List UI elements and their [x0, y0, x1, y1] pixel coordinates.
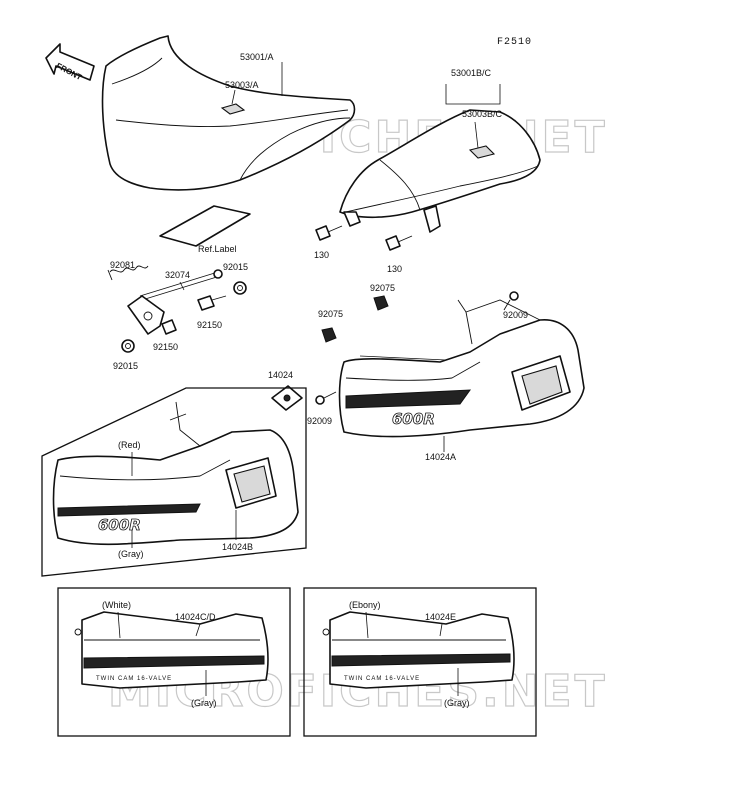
figure-id: F2510: [497, 37, 532, 48]
label-130-left: 130: [314, 250, 329, 260]
nut-92015-top: [233, 281, 247, 295]
label-14024b: 14024B: [222, 542, 253, 552]
pin-92150-left: [161, 319, 177, 335]
spring-92081: [107, 265, 149, 281]
frame-14024e: [303, 587, 537, 737]
frame-14024b: [41, 387, 307, 577]
label-53003-bc: 53003B/C: [462, 109, 503, 119]
clip-92075-right: [373, 295, 389, 311]
label-red: (Red): [118, 440, 141, 450]
grommet-14024: [271, 385, 303, 411]
seat-bc: [339, 109, 541, 233]
pin-92150-mid: [197, 295, 227, 311]
label-14024e: 14024E: [425, 612, 456, 622]
label-53003-a: 53003/A: [225, 80, 259, 90]
label-14024a: 14024A: [425, 452, 456, 462]
decal-twin-cam-e: TWIN CAM 16-VALVE: [344, 676, 420, 682]
label-92075-right: 92075: [370, 283, 395, 293]
front-arrow-icon: FRONT: [45, 43, 95, 82]
label-130-right: 130: [387, 264, 402, 274]
side-cover-14024cd: TWIN CAM 16-VALVE: [74, 611, 269, 689]
logo-600r-a: 600R: [392, 410, 435, 428]
label-92150-mid: 92150: [197, 320, 222, 330]
label-ref-label: Ref.Label: [198, 244, 237, 254]
logo-600r-b: 600R: [98, 516, 141, 534]
screw-92009-right: [503, 291, 519, 311]
decal-twin-cam-cd: TWIN CAM 16-VALVE: [96, 676, 172, 682]
clip-92075-left: [321, 327, 337, 343]
label-gray-cd: (Gray): [191, 698, 217, 708]
seat-a: [101, 35, 356, 191]
label-gray-b: (Gray): [118, 549, 144, 559]
label-92150-left: 92150: [153, 342, 178, 352]
label-92075-left: 92075: [318, 309, 343, 319]
frame-14024cd: [57, 587, 291, 737]
bolt-130-right: [385, 235, 413, 251]
ref-label-sticker: [159, 205, 251, 247]
screw-92009-left: [315, 391, 337, 405]
label-92009-right: 92009: [503, 310, 528, 320]
latch-bracket: [127, 295, 165, 335]
nut-92015-bottom: [121, 339, 135, 353]
tail-cover-14024b: 600R: [52, 401, 299, 546]
label-gray-e: (Gray): [444, 698, 470, 708]
label-ebony: (Ebony): [349, 600, 381, 610]
side-cover-14024e: TWIN CAM 16-VALVE: [322, 611, 515, 689]
label-92015-bottom: 92015: [113, 361, 138, 371]
label-white: (White): [102, 600, 131, 610]
label-14024cd: 14024C/D: [175, 612, 216, 622]
label-92009-left: 92009: [307, 416, 332, 426]
label-14024: 14024: [268, 370, 293, 380]
label-92015-top: 92015: [223, 262, 248, 272]
label-32074: 32074: [165, 270, 190, 280]
tail-cover-14024a: 600R: [338, 299, 585, 438]
label-92081: 92081: [110, 260, 135, 270]
label-53001-bc: 53001B/C: [451, 68, 492, 78]
label-53001-a: 53001/A: [240, 52, 274, 62]
bolt-130-left: [315, 225, 343, 241]
lock-cable-32074: [139, 269, 223, 301]
